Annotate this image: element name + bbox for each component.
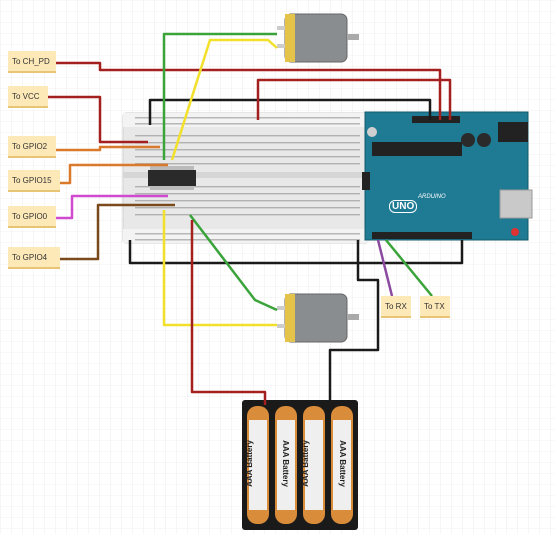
wire-gpio15: [60, 163, 168, 185]
reset-button: [367, 127, 377, 137]
label-to-tx: To TX: [420, 296, 450, 318]
label-to-ch-pd: To CH_PD: [8, 51, 56, 73]
usb-port: [499, 189, 533, 219]
digital-header: [412, 116, 460, 123]
wires: [48, 32, 464, 405]
atmega-chip: [372, 142, 462, 156]
wire-battery-positive: [190, 220, 267, 405]
label-to-rx: To RX: [381, 296, 411, 318]
wire-5v: [256, 78, 452, 120]
wire-rx: [376, 239, 394, 297]
wire-motor-bottom-1: [162, 210, 277, 327]
label-to-gpio4: To GPIO4: [8, 247, 60, 269]
battery-pack: [242, 400, 358, 530]
wire-gpio0: [56, 194, 168, 220]
battery-label: AAA Battery: [337, 440, 347, 487]
motor-bottom: [277, 293, 359, 343]
motor-driver-chip: [148, 166, 196, 190]
label-to-gpio0: To GPIO0: [8, 206, 56, 228]
battery-label: AAA Battery: [300, 440, 310, 487]
label-to-gpio2: To GPIO2: [8, 136, 56, 158]
wire-motor-bottom-2: [189, 214, 278, 312]
wire-gnd-top: [148, 98, 432, 125]
motor-top: [277, 13, 359, 63]
label-to-gpio15: To GPIO15: [8, 170, 60, 192]
reset-led: [511, 228, 519, 236]
wire-motor-top-2: [170, 38, 278, 161]
wire-gpio4: [60, 203, 175, 261]
arduino-uno-logo: UNO: [389, 200, 418, 213]
capacitor: [461, 133, 475, 147]
power-jack: [498, 122, 528, 142]
capacitor: [477, 133, 491, 147]
battery-label: AAA Battery: [280, 440, 290, 487]
arduino-brand-text: ARDUINO: [418, 194, 446, 200]
wire-ch-pd: [56, 61, 442, 120]
wire-motor-top-1: [162, 32, 277, 160]
wire-battery-negative: [328, 240, 380, 405]
wire-tx: [385, 239, 433, 297]
label-to-vcc: To VCC: [8, 86, 48, 108]
battery-label: AAA Battery: [244, 440, 254, 487]
wire-vcc: [48, 95, 148, 144]
wire-gnd-bottom: [128, 240, 464, 265]
analog-header: [372, 232, 472, 239]
wire-gpio2: [56, 145, 160, 152]
arduino-uno-board: [362, 111, 533, 241]
